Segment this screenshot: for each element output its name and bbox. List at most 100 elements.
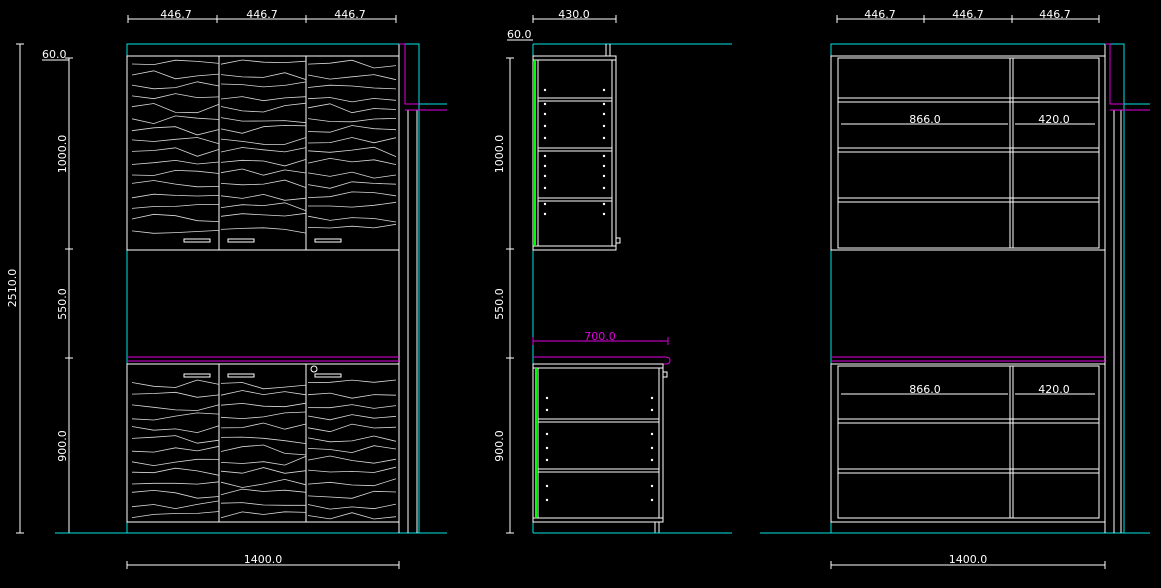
wood-grain-stroke (131, 435, 220, 444)
wood-grain-stroke (220, 137, 307, 145)
door-handle (227, 373, 255, 378)
wood-grain-stroke (307, 137, 397, 144)
door-handle (183, 373, 211, 378)
inner-upper-width-1: 866.0 (909, 113, 941, 126)
shelf-pin-hole (650, 458, 654, 462)
front-height-middle: 550.0 (56, 288, 69, 320)
shelf-pin-hole (650, 484, 654, 488)
wood-grain-stroke (131, 115, 220, 125)
front-top-width-3: 446.7 (334, 8, 366, 21)
wood-grain-stroke (307, 503, 397, 510)
wood-grain-stroke (131, 59, 220, 66)
wood-grain-stroke (131, 379, 220, 388)
wood-grain-stroke (307, 59, 397, 69)
side-height-upper: 1000.0 (493, 135, 506, 174)
shelf-pin-hole (545, 498, 549, 502)
wood-grain-stroke (307, 215, 397, 223)
shelf-pin-hole (602, 212, 606, 216)
shelf-pin-hole (650, 408, 654, 412)
wood-grain-stroke (220, 478, 307, 488)
front-top-dimension: 446.7 446.7 446.7 (127, 8, 397, 23)
wood-grain-stroke (220, 72, 307, 80)
shelf-pin-hole (602, 112, 606, 116)
shelf-pin-hole (543, 124, 547, 128)
wood-grain-stroke (131, 103, 220, 114)
wood-grain-stroke (131, 213, 220, 222)
front-height-upper: 1000.0 (56, 135, 69, 174)
wood-grain-stroke (131, 159, 220, 165)
wood-grain-stroke (131, 204, 220, 209)
shelf-pin-hole (545, 396, 549, 400)
wood-grain-stroke (220, 81, 307, 88)
side-left-dimensions: 60.0 1000.0 550.0 900.0 (493, 28, 533, 534)
wood-grain-stroke (220, 402, 307, 408)
shelf-pin-hole (650, 432, 654, 436)
shelf-pin-hole (602, 124, 606, 128)
inner-top-width-1: 446.7 (864, 8, 896, 21)
wood-grain-stroke (131, 81, 220, 90)
wood-grain-stroke (220, 202, 307, 212)
front-top-width-2: 446.7 (246, 8, 278, 21)
wood-grain-stroke (131, 169, 220, 176)
inner-upper-width-2: 420.0 (1038, 113, 1070, 126)
inner-lower-width-2: 420.0 (1038, 383, 1070, 396)
inner-top-width-2: 446.7 (952, 8, 984, 21)
wood-grain-stroke (308, 201, 397, 208)
wood-grain-stroke (131, 412, 220, 421)
wood-grain-stroke (307, 84, 397, 90)
inner-upper-dimensions: 866.0 420.0 (841, 113, 1095, 126)
shelf-pin-hole (543, 164, 547, 168)
wood-grain-stroke (220, 444, 307, 456)
side-height-lower: 900.0 (493, 430, 506, 462)
door-handle (314, 238, 342, 243)
wood-grain-stroke (220, 193, 307, 201)
wood-grain-stroke (131, 147, 220, 157)
wood-grain-stroke (307, 392, 397, 399)
wood-grain-stroke (220, 502, 306, 506)
inner-top-dimension: 446.7 446.7 446.7 (836, 8, 1100, 23)
shelf-pin-hole (543, 212, 547, 216)
side-counter-dimension: 700.0 (532, 330, 669, 345)
shelf-pin-holes (543, 88, 654, 502)
shelf-pin-hole (543, 186, 547, 190)
wood-grain-pattern (131, 59, 397, 520)
front-cabinet-outline (55, 43, 447, 534)
wood-grain-stroke (307, 512, 397, 520)
shelf-pin-hole (543, 136, 547, 140)
wood-grain-stroke (220, 227, 307, 234)
wood-grain-stroke (307, 445, 397, 454)
inner-view: 446.7 446.7 446.7 (760, 8, 1150, 569)
inner-lower-width-1: 866.0 (909, 383, 941, 396)
wood-grain-stroke (307, 157, 397, 165)
wood-grain-stroke (307, 223, 397, 229)
shelf-pin-hole (602, 174, 606, 178)
wood-grain-stroke (220, 511, 307, 519)
shelf-pin-hole (545, 458, 549, 462)
wood-grain-stroke (220, 159, 307, 167)
front-top-offset: 60.0 (42, 48, 67, 61)
wood-grain-stroke (307, 171, 397, 179)
shelf-pin-hole (602, 88, 606, 92)
wood-grain-stroke (307, 423, 397, 433)
shelf-pin-hole (543, 112, 547, 116)
shelf-pin-hole (602, 102, 606, 106)
shelf-pin-hole (543, 202, 547, 206)
wood-grain-stroke (220, 179, 307, 188)
wood-grain-stroke (131, 137, 220, 145)
side-counter-depth: 700.0 (584, 330, 616, 343)
wood-grain-stroke (131, 180, 220, 188)
wood-grain-stroke (220, 411, 307, 420)
wood-grain-stroke (131, 70, 220, 80)
shelf-pin-hole (543, 154, 547, 158)
shelf-pin-hole (543, 102, 547, 106)
wood-grain-stroke (220, 168, 307, 176)
wood-grain-stroke (307, 181, 397, 189)
inner-top-width-3: 446.7 (1039, 8, 1071, 21)
wood-grain-stroke (131, 230, 220, 234)
wood-grain-stroke (307, 125, 397, 133)
shelf-pin-hole (602, 154, 606, 158)
wood-grain-stroke (131, 511, 220, 518)
wood-grain-stroke (131, 425, 220, 434)
